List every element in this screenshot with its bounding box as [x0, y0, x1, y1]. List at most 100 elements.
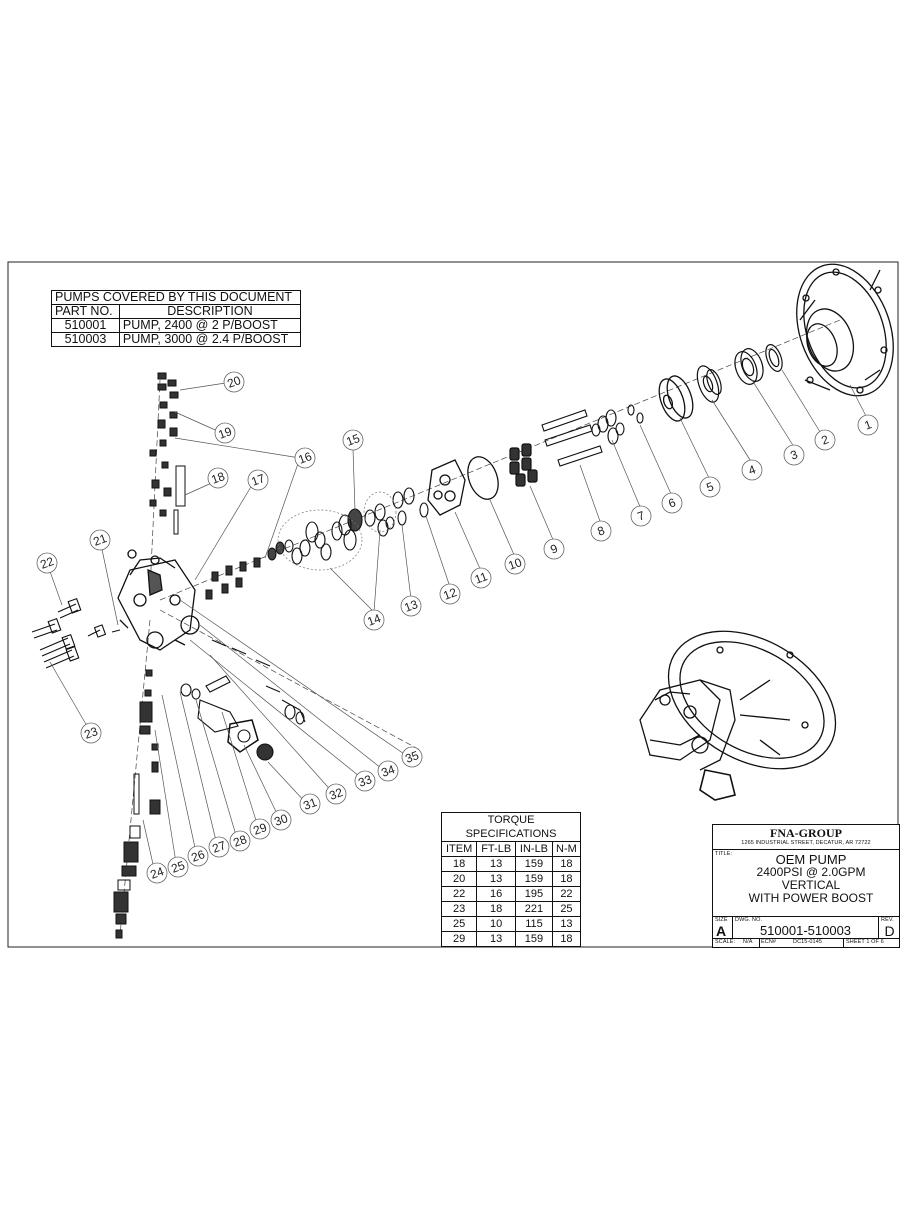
balloon-label: 5	[704, 479, 715, 495]
power-boost-assembly	[180, 639, 306, 761]
torque-specifications-table: TORQUE SPECIFICATIONS ITEM FT-LB IN-LB N…	[440, 812, 582, 947]
balloon-19	[214, 422, 236, 444]
unloader-stack-top	[149, 372, 186, 535]
balloon-35	[401, 746, 423, 768]
balloon-33	[354, 770, 376, 792]
scale-label: SCALE:	[715, 939, 736, 945]
scale-value: N/A	[743, 939, 753, 945]
balloon-label: 9	[548, 541, 559, 557]
piston-assemblies	[541, 404, 644, 467]
flange-bushing	[696, 365, 722, 403]
table-row: 25 10 115 13	[440, 916, 582, 932]
table-row: 22 16 195 22	[440, 886, 582, 902]
balloon-label: 6	[666, 495, 677, 511]
balloon-label: 29	[251, 820, 269, 838]
oil-seal	[765, 344, 783, 372]
drawing-title-line-3: VERTICAL	[781, 878, 841, 892]
company-name: FNA-GROUP	[770, 826, 842, 840]
seal-retainer-plate	[427, 459, 466, 516]
table-cell: 18	[551, 856, 582, 872]
balloon-label: 32	[327, 785, 345, 803]
balloon-8	[590, 520, 612, 542]
spring-pack	[509, 443, 538, 487]
swash-plate	[658, 375, 694, 422]
balloon-17	[247, 469, 269, 491]
balloon-label: 24	[148, 864, 166, 882]
sheet-number: SHEET 1 OF 6	[846, 939, 884, 945]
balloon-32	[325, 783, 347, 805]
company-address: 1265 INDUSTRIAL STREET, DECATUR, AR 7272…	[741, 840, 871, 846]
table-cell: 18	[551, 871, 582, 887]
balloon-6	[661, 492, 683, 514]
balloon-11	[470, 567, 492, 589]
balloon-label: 33	[356, 772, 374, 790]
table-row: 510003 PUMP, 3000 @ 2.4 P/BOOST	[51, 332, 302, 347]
balloon-16	[294, 447, 316, 469]
table-cell: 25	[551, 901, 582, 917]
table-row: 510001 PUMP, 2400 @ 2 P/BOOST	[51, 318, 302, 333]
column-header: N-M	[551, 841, 582, 857]
balloon-label: 19	[216, 424, 234, 442]
balloon-label: 26	[189, 847, 207, 865]
table-cell: 13	[476, 931, 517, 947]
unloader-stack-bottom	[113, 669, 161, 939]
balloon-18	[207, 467, 229, 489]
table-cell: 22	[551, 886, 582, 902]
drawing-border	[7, 261, 899, 948]
balloon-label: 22	[38, 554, 56, 572]
pump-manifold	[117, 549, 200, 651]
revision: D	[884, 923, 895, 939]
balloon-label: 2	[819, 432, 830, 448]
balloon-5	[699, 476, 721, 498]
balloon-13	[400, 595, 422, 617]
balloon-label: 30	[272, 811, 290, 829]
balloon-26	[187, 845, 209, 867]
torque-table-title: TORQUE SPECIFICATIONS	[441, 812, 581, 842]
table-cell: 18	[440, 856, 478, 872]
balloon-4	[741, 459, 763, 481]
table-row: 29 13 159 18	[440, 931, 582, 947]
o-ring-large	[467, 456, 499, 500]
balloon-31	[299, 793, 321, 815]
table-cell: 18	[551, 931, 582, 947]
pumps-covered-table: PUMPS COVERED BY THIS DOCUMENT PART NO. …	[51, 290, 302, 347]
balloon-28	[229, 830, 251, 852]
title-label: TITLE:	[715, 851, 733, 857]
column-header: DESCRIPTION	[118, 304, 302, 319]
balloon-2	[814, 429, 836, 451]
drawing-title-line-1: OEM PUMP	[775, 852, 847, 867]
balloon-7	[630, 505, 652, 527]
crankcase-housing	[796, 263, 894, 397]
table-cell: 159	[515, 871, 553, 887]
description-cell: PUMP, 2400 @ 2 P/BOOST	[118, 318, 302, 333]
check-valves	[205, 557, 261, 600]
balloon-label: 3	[788, 447, 799, 463]
seal-kit	[267, 487, 429, 565]
size-label: SIZE	[715, 917, 728, 923]
balloon-12	[439, 583, 461, 605]
balloon-label: 35	[403, 748, 421, 766]
balloon-label: 1	[862, 417, 873, 433]
balloon-labels: 1 2 3 4 5 6 7 8 9 10 11 12 13 14 15 16 1…	[38, 373, 874, 882]
drawing-title-line-4: WITH POWER BOOST	[748, 891, 874, 905]
table-cell: 10	[476, 916, 517, 932]
balloon-21	[89, 529, 111, 551]
part-number-cell: 510003	[51, 332, 120, 347]
balloon-label: 21	[91, 531, 109, 549]
table-cell: 25	[440, 916, 478, 932]
rev-label: REV.	[881, 917, 894, 923]
table-cell: 29	[440, 931, 478, 947]
table-cell: 159	[515, 856, 553, 872]
table-cell: 13	[476, 871, 517, 887]
balloon-30	[270, 809, 292, 831]
balloon-label: 14	[365, 611, 383, 629]
balloon-label: 27	[210, 838, 228, 856]
balloon-label: 18	[209, 469, 227, 487]
sheet-size: A	[716, 923, 727, 939]
balloon-label: 11	[473, 569, 490, 587]
balloon-label: 4	[746, 462, 757, 478]
drawing-number: 510001-510003	[759, 923, 852, 938]
leader-lines	[46, 369, 867, 874]
balloon-3	[783, 444, 805, 466]
